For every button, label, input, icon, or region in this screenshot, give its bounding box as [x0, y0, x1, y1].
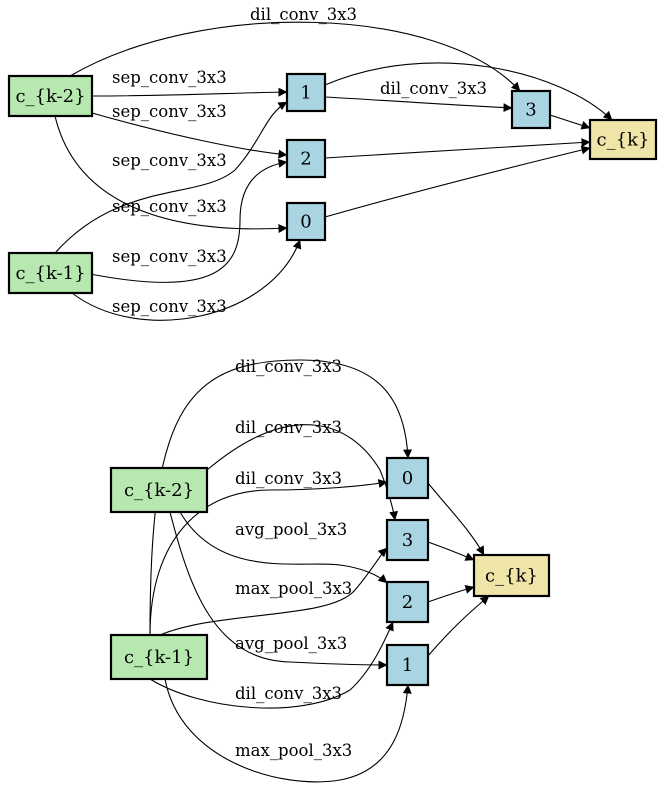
cell-bottom-node-box	[385, 580, 430, 624]
cell-bottom-node-label: 3	[402, 530, 413, 551]
cell-top-edge-label: sep_conv_3x3	[112, 247, 227, 266]
cell-bottom-edge-ck2-to-n2	[179, 511, 388, 584]
cell-bottom-node-box	[109, 633, 209, 681]
cell-top-edge-ck2-to-n1	[91, 87, 288, 97]
cell-top-edge-label: sep_conv_3x3	[112, 197, 227, 216]
cell-top-node-label: 0	[300, 212, 311, 233]
cell-top-edge-label: dil_conv_3x3	[380, 79, 487, 98]
cell-top-node-n3: 3	[510, 89, 552, 130]
cell-top-node-label: c_{k-2}	[15, 86, 85, 107]
cell-bottom-edge-ck1-to-n1	[164, 678, 412, 783]
cell-bottom-node-box	[109, 466, 209, 514]
cell-top-node-n1: 1	[285, 72, 327, 113]
cell-bottom-edge-n3-to-ck	[427, 541, 475, 561]
cell-top-node-ck2: c_{k-2}	[7, 74, 94, 118]
cell-bottom-node-n1: 1	[385, 643, 430, 687]
cell-top-node-ck: c_{k}	[588, 118, 658, 161]
cell-top-edge-label: sep_conv_3x3	[112, 68, 227, 87]
cell-top-edge-ck1-to-n1	[54, 101, 288, 254]
cell-top-edge-n1-to-n3	[324, 96, 513, 113]
cell-bottom-edge-ck2-to-n3	[206, 424, 399, 521]
cell-top-edge-label: sep_conv_3x3	[112, 151, 227, 170]
cell-bottom-node-ck: c_{k}	[472, 553, 551, 598]
cell-top-node-box	[285, 201, 327, 242]
cell-top-edge-n1-to-ck	[324, 62, 613, 121]
cell-bottom-node-ck1: c_{k-1}	[109, 633, 209, 681]
cell-top-node-box	[285, 72, 327, 113]
cell-top-node-box	[510, 89, 552, 130]
cell-bottom-node-label: c_{k-1}	[124, 647, 194, 668]
cell-bottom-edge-label: max_pool_3x3	[235, 579, 352, 598]
cell-bottom-node-n3: 3	[385, 518, 430, 562]
cell-top-node-box	[7, 74, 94, 118]
cell-bottom-node-n0: 0	[385, 456, 430, 500]
cell-bottom-edge-ck2-to-n1	[169, 511, 388, 670]
cell-bottom-node-label: c_{k}	[485, 566, 538, 587]
edges-layer	[54, 21, 613, 783]
cell-top-node-label: 1	[300, 83, 311, 104]
edge-labels-layer: dil_conv_3x3 sep_conv_3x3 sep_conv_3x3 sep_…	[112, 5, 487, 760]
cell-bottom-node-label: c_{k-2}	[124, 480, 194, 501]
cell-top-edge-label: dil_conv_3x3	[250, 5, 357, 24]
cell-top-node-label: 3	[525, 100, 536, 121]
cell-top-node-n2: 2	[285, 138, 327, 179]
cell-bottom-node-label: 0	[402, 468, 413, 489]
cell-bottom-node-box	[472, 553, 551, 598]
cell-bottom-edge-label: dil_conv_3x3	[235, 357, 342, 376]
cell-bottom-edge-ck1-to-n3	[159, 547, 388, 636]
cell-top-node-label: c_{k-1}	[15, 263, 85, 284]
cell-bottom-edge-label: dil_conv_3x3	[235, 469, 342, 488]
cell-bottom-edge-label: max_pool_3x3	[235, 741, 352, 760]
cell-top-node-ck1: c_{k-1}	[7, 251, 94, 295]
cell-top-edge-ck1-to-n0	[71, 239, 302, 321]
cell-bottom-edge-n1-to-ck	[427, 595, 490, 657]
cell-top-node-box	[7, 251, 94, 295]
cell-bottom-node-label: 1	[402, 655, 413, 676]
cell-top-node-label: c_{k}	[597, 130, 650, 151]
cell-top-edge-n3-to-ck	[549, 114, 591, 130]
nodes-layer: c_{k-2} c_{k-1} 1 2 0 3 c_{k} c_{k-2} c_{k-1} 0 3 2…	[7, 72, 658, 687]
cell-bottom-node-box	[385, 643, 430, 687]
cell-bottom-node-n2: 2	[385, 580, 430, 624]
cell-top-node-n0: 0	[285, 201, 327, 242]
cell-bottom-node-label: 2	[402, 592, 413, 613]
cell-bottom-edge-label: avg_pool_3x3	[235, 634, 347, 653]
cell-bottom-edge-ck1-to-n0	[149, 479, 388, 636]
cell-bottom-edge-label: avg_pool_3x3	[235, 520, 347, 539]
cell-bottom-node-box	[385, 456, 430, 500]
cell-top-edge-ck2-to-n3	[69, 21, 521, 92]
cell-bottom-edge-label: dil_conv_3x3	[235, 418, 342, 437]
cell-top-edge-n0-to-ck	[324, 145, 591, 218]
cell-top-node-label: 2	[300, 149, 311, 170]
cell-bottom-node-box	[385, 518, 430, 562]
cell-bottom-edge-ck1-to-n2	[149, 621, 394, 709]
cell-bottom-edge-n2-to-ck	[427, 585, 475, 603]
cell-top-edge-n2-to-ck	[324, 138, 591, 159]
cell-bottom-node-ck2: c_{k-2}	[109, 466, 209, 514]
cell-bottom-edge-label: dil_conv_3x3	[235, 684, 342, 703]
cell-bottom-edge-n0-to-ck	[427, 482, 485, 556]
cell-top-node-box	[588, 118, 658, 161]
cell-top-edge-label: sep_conv_3x3	[112, 297, 227, 316]
cell-top-edge-ck2-to-n2	[91, 112, 288, 159]
cell-top-node-box	[285, 138, 327, 179]
cell-top-edge-label: sep_conv_3x3	[112, 102, 227, 121]
cell-top-edge-ck1-to-n2	[84, 158, 288, 283]
